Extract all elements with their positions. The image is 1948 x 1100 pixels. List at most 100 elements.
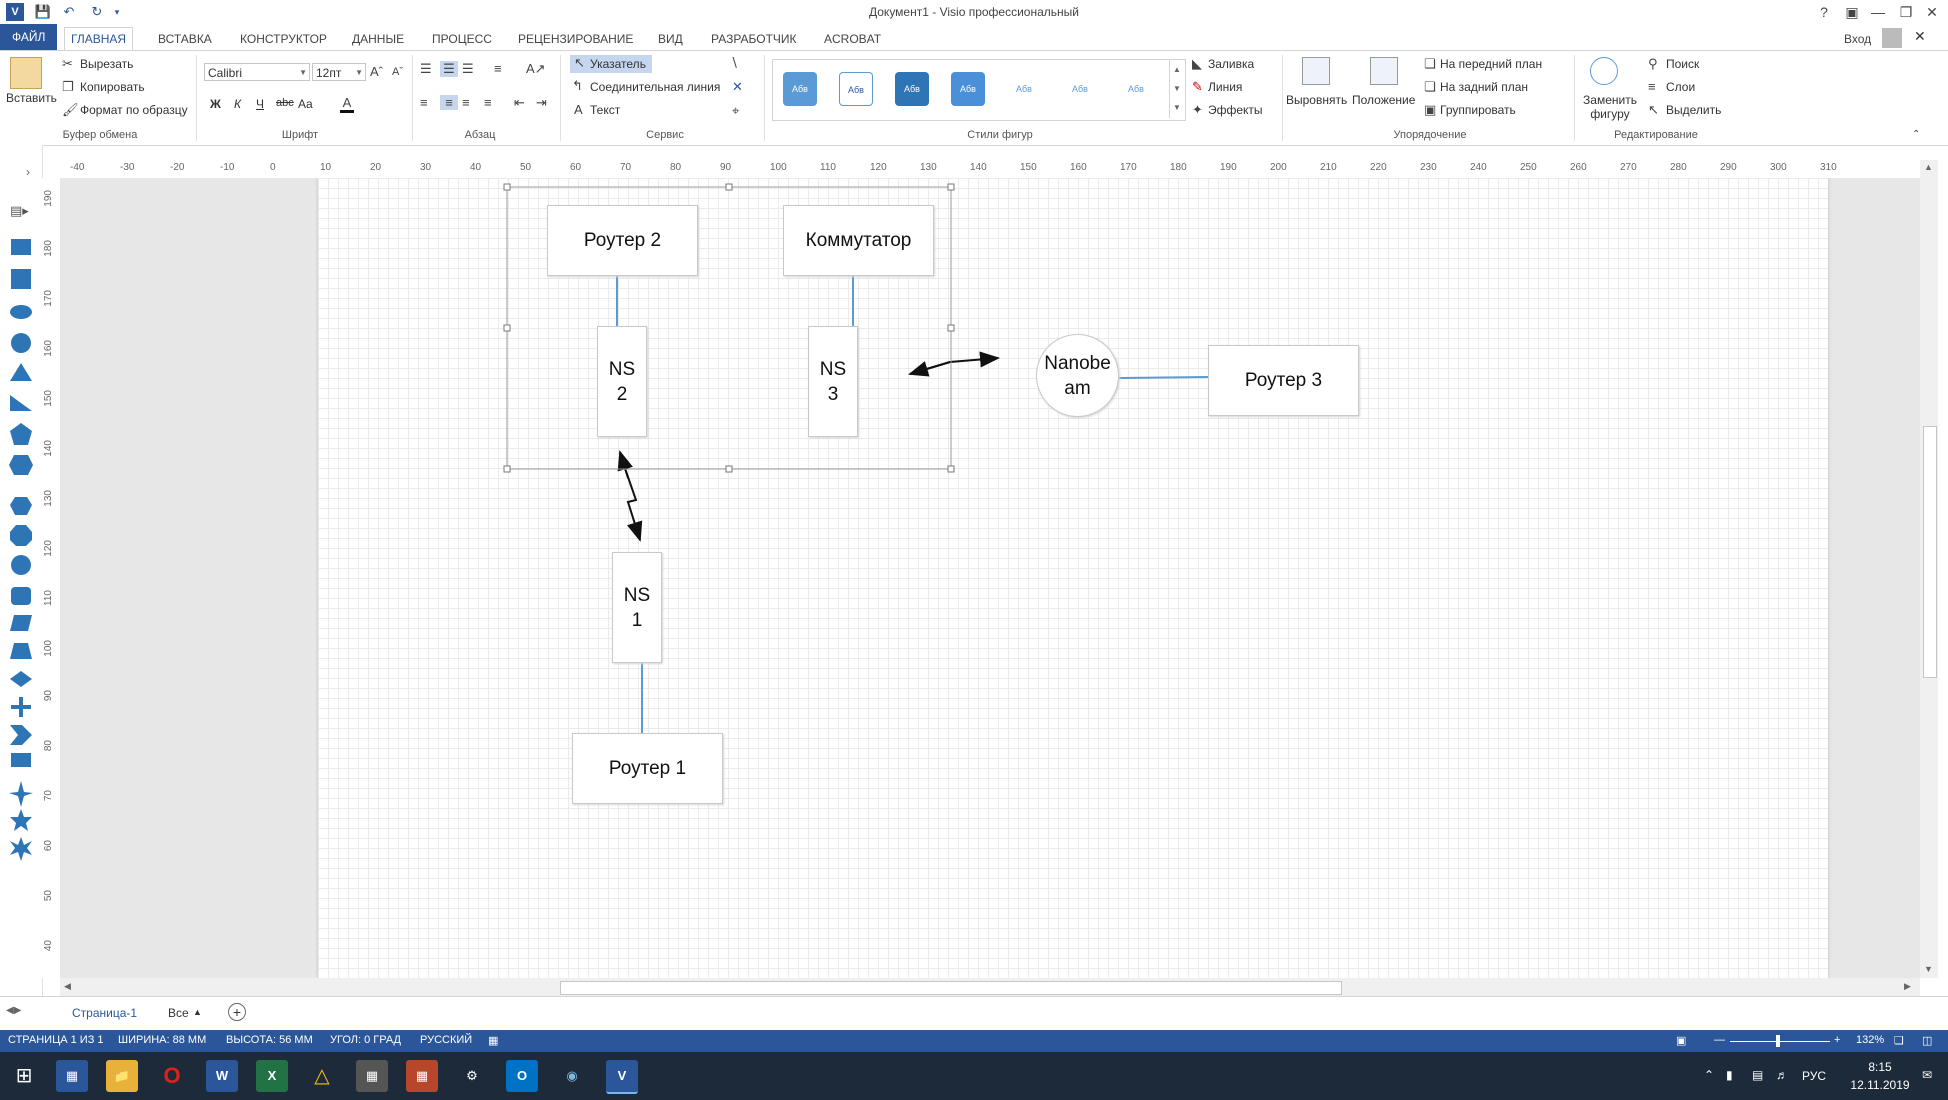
align-right-icon[interactable]: ≡	[462, 95, 470, 110]
paste-button[interactable]: Вставить	[6, 91, 57, 105]
scroll-up-icon[interactable]: ▲	[1924, 162, 1933, 172]
horizontal-scroll-thumb[interactable]	[560, 981, 1342, 995]
find-button[interactable]: Поиск	[1666, 57, 1700, 71]
excel-icon[interactable]: X	[256, 1060, 288, 1092]
tab-file[interactable]: ФАЙЛ	[0, 24, 58, 50]
grow-font-icon[interactable]: Aˆ	[370, 64, 383, 79]
tab-acrobat[interactable]: ACROBAT	[824, 32, 882, 46]
help-button[interactable]: ?	[1820, 4, 1828, 20]
line-tool-icon[interactable]: ∖	[730, 55, 739, 70]
router-2-node[interactable]: Роутер 2	[547, 205, 698, 276]
minimize-button[interactable]: —	[1871, 4, 1885, 20]
style-swatch[interactable]: Абв	[783, 72, 817, 106]
tab-data[interactable]: ДАННЫЕ	[352, 32, 405, 46]
change-case-button[interactable]: Aa	[298, 97, 313, 111]
paste-icon[interactable]	[10, 57, 42, 89]
ns-3-node[interactable]: NS 3	[808, 326, 858, 437]
zoom-level[interactable]: 132%	[1856, 1034, 1885, 1046]
zoom-slider-thumb[interactable]	[1776, 1035, 1780, 1047]
style-swatch[interactable]: Абв	[1016, 84, 1032, 94]
align-left-icon[interactable]: ≡	[420, 95, 428, 110]
shape-styles-gallery[interactable]: Абв Абв Абв Абв Абв Абв Абв ▲▼▼	[772, 59, 1186, 121]
file-explorer-icon[interactable]: 📁	[106, 1060, 138, 1092]
router-1-node[interactable]: Роутер 1	[572, 733, 723, 804]
text-tool-button[interactable]: Текст	[590, 103, 621, 117]
change-shape-icon[interactable]	[1590, 57, 1618, 85]
align-icon[interactable]	[1302, 57, 1330, 85]
ns-1-node[interactable]: NS 1	[612, 552, 662, 663]
font-size-select[interactable]: 12пт▼	[312, 63, 366, 81]
fit-page-icon[interactable]: ❏	[1894, 1035, 1904, 1047]
close-connector-icon[interactable]: ✕	[732, 79, 743, 94]
tab-process[interactable]: ПРОЦЕСС	[432, 32, 492, 46]
calculator-icon[interactable]: ▦	[356, 1060, 388, 1092]
tab-developer[interactable]: РАЗРАБОТЧИК	[711, 32, 797, 46]
drawing-canvas[interactable]: Роутер 2 Коммутатор NS 2 NS 3 Nanobe am …	[60, 178, 1920, 978]
ribbon-display-icon[interactable]: ▣	[1845, 4, 1859, 20]
connector-tool-button[interactable]: Соединительная линия	[590, 80, 721, 94]
page-nav-icon[interactable]: ◀▶	[6, 1005, 22, 1016]
switch-node[interactable]: Коммутатор	[783, 205, 934, 276]
taskbar-app-icon[interactable]: ▦	[56, 1060, 88, 1092]
visio-taskbar-icon[interactable]: V	[606, 1060, 638, 1094]
nanobeam-node[interactable]: Nanobe am	[1036, 334, 1119, 417]
bold-button[interactable]: Ж	[210, 97, 221, 111]
tab-design[interactable]: КОНСТРУКТОР	[240, 32, 327, 46]
effects-button[interactable]: Эффекты	[1208, 103, 1263, 117]
horizontal-scrollbar[interactable]: ◀ ▶	[60, 978, 1920, 996]
customize-qat-icon[interactable]: ▾	[114, 7, 120, 17]
vertical-scroll-thumb[interactable]	[1923, 426, 1937, 678]
bring-front-button[interactable]: На передний план	[1440, 57, 1543, 71]
close-document-icon[interactable]: ✕	[1914, 28, 1926, 44]
layers-button[interactable]: Слои	[1666, 80, 1696, 94]
fill-button[interactable]: Заливка	[1208, 57, 1255, 71]
input-language[interactable]: РУС	[1802, 1069, 1827, 1083]
macro-record-icon[interactable]: ▦	[488, 1035, 499, 1047]
position-icon[interactable]	[1370, 57, 1398, 85]
save-icon[interactable]: 💾	[34, 4, 52, 19]
expand-shapes-icon[interactable]: ›	[26, 165, 30, 179]
outlook-icon[interactable]: O	[506, 1060, 538, 1092]
restore-button[interactable]: ❐	[1899, 4, 1913, 20]
router-3-node[interactable]: Роутер 3	[1208, 345, 1359, 416]
scroll-right-icon[interactable]: ▶	[1904, 981, 1911, 991]
collapse-ribbon-icon[interactable]: ⌃	[1912, 129, 1921, 140]
connection-point-icon[interactable]: ⌖	[732, 103, 740, 118]
drive-icon[interactable]: △	[314, 1065, 330, 1087]
position-button[interactable]: Положение	[1352, 93, 1416, 107]
avatar[interactable]	[1882, 28, 1902, 48]
login-link[interactable]: Вход	[1844, 32, 1872, 46]
add-page-icon[interactable]: +	[228, 1003, 246, 1021]
style-swatch[interactable]: Абв	[1128, 84, 1144, 94]
justify-icon[interactable]: ≡	[484, 95, 492, 110]
copy-button[interactable]: Копировать	[80, 80, 145, 94]
ns-2-node[interactable]: NS 2	[597, 326, 647, 437]
bullets-icon[interactable]: ≡	[494, 61, 502, 76]
line-button[interactable]: Линия	[1208, 80, 1243, 94]
notifications-icon[interactable]: ✉	[1922, 1068, 1933, 1082]
zoom-out-icon[interactable]: —	[1714, 1034, 1725, 1046]
strikethrough-button[interactable]: abc	[276, 97, 294, 109]
format-painter-button[interactable]: Формат по образцу	[80, 103, 188, 117]
all-pages-button[interactable]: Все	[168, 1006, 189, 1020]
battery-icon[interactable]: ▮	[1726, 1068, 1733, 1082]
status-page[interactable]: СТРАНИЦА 1 ИЗ 1	[8, 1034, 104, 1046]
undo-icon[interactable]: ↶	[63, 4, 75, 19]
redo-icon[interactable]: ↻	[91, 4, 103, 19]
style-swatch[interactable]: Абв	[951, 72, 985, 106]
presentation-app-icon[interactable]: ▦	[406, 1060, 438, 1092]
presentation-mode-icon[interactable]: ▣	[1676, 1035, 1687, 1047]
opera-icon[interactable]: O	[163, 1063, 181, 1088]
network-icon[interactable]: ▤	[1752, 1068, 1764, 1082]
change-shape-button[interactable]: Заменить фигуру	[1583, 93, 1637, 121]
word-icon[interactable]: W	[206, 1060, 238, 1092]
decrease-indent-icon[interactable]: ⇤	[514, 95, 525, 110]
clock-date[interactable]: 12.11.2019	[1850, 1078, 1910, 1092]
tab-view[interactable]: ВИД	[658, 32, 683, 46]
tray-expand-icon[interactable]: ⌃	[1704, 1068, 1715, 1082]
italic-button[interactable]: К	[234, 97, 242, 111]
send-back-button[interactable]: На задний план	[1440, 80, 1529, 94]
align-center-icon[interactable]: ≡	[440, 95, 458, 110]
browser-icon[interactable]: ◉	[566, 1068, 578, 1083]
network-app-icon[interactable]: ⚙	[466, 1068, 478, 1083]
